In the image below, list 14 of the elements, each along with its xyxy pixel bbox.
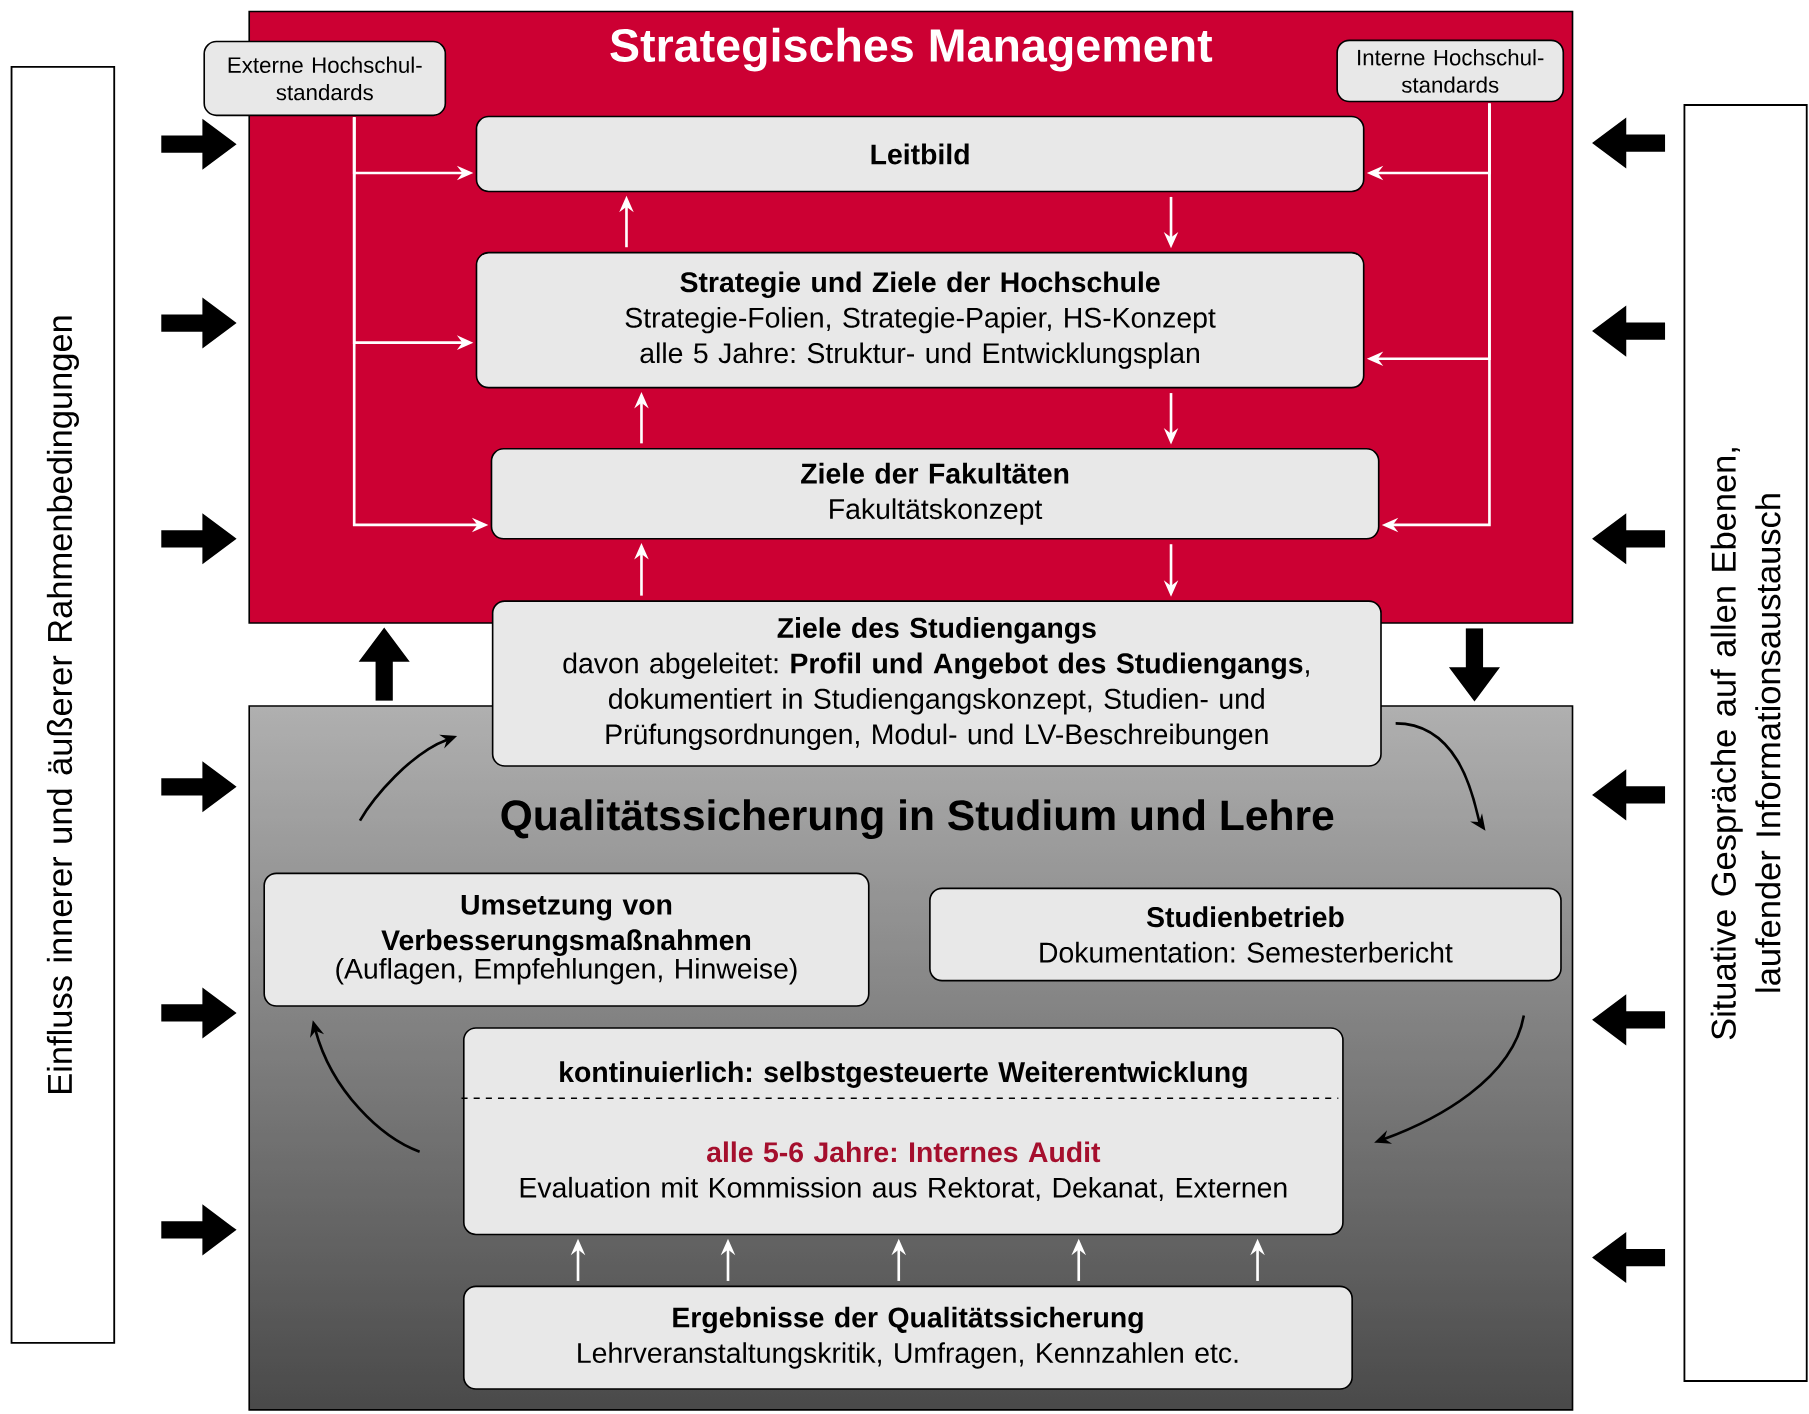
standards-box: Externe Hochschul- standards [203, 40, 447, 116]
process-box: Umsetzung von Verbesserungsmaßnahmen (Auflagen, Empfehlungen, Hinweise) [263, 872, 870, 1007]
process-box: Ergebnisse der Qualitätssicherung Lehrveranstaltungskritik, Umfragen, Kennzahlen etc. [463, 1285, 1353, 1390]
panel-title: Strategisches Management [610, 27, 1213, 72]
process-box: Leitbild [475, 115, 1365, 193]
process-box: kontinuierlich: selbstgesteuerte Weiterentwicklung alle 5-6 Jahre: Internes Audit Evaluation mit Kommission aus Rektorat, Dekanat, Externen [463, 1026, 1344, 1236]
process-box: Studienbetrieb Dokumentation: Semesterbericht [929, 887, 1562, 982]
process-box: Ziele der Fakultäten Fakultätskonzept [490, 447, 1380, 540]
process-box: Ziele des Studiengangs davon abgeleitet: Profil und Angebot des Studiengangs, dokumentiert in Studiengangskonzept, Studien- und Prüfungsordnungen, Modul- und LV-Beschreibungen [491, 600, 1382, 767]
panel-title: Qualitätssicherung in Studium und Lehre [501, 799, 1334, 839]
side-panel: Einfluss innerer und äußerer Rahmenbedingungen [10, 65, 116, 1344]
standards-box: Interne Hochschul- standards [1336, 39, 1565, 103]
process-box: Strategie und Ziele der Hochschule Strategie-Folien, Strategie-Papier, HS-Konzept alle 5 Jahre: Struktur- und Entwicklungsplan [475, 251, 1365, 389]
side-panel: Situative Gespräche auf allen Ebenen, laufender Informationsaustausch [1683, 103, 1808, 1382]
